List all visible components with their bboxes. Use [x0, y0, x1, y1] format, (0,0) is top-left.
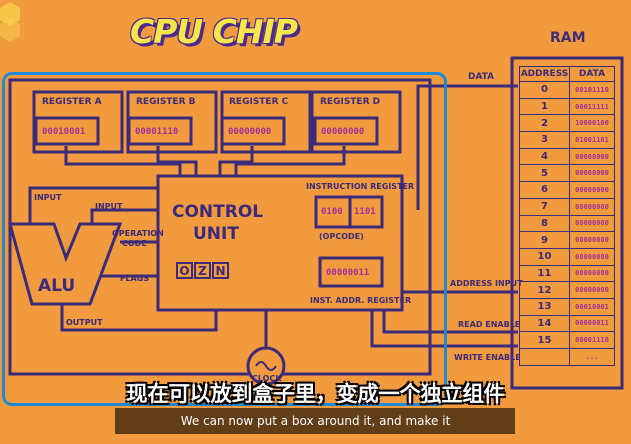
clock-label: CLOCK [252, 374, 282, 383]
ram-data-cell: 00000000 [569, 147, 615, 166]
ram-data-cell: 00001110 [569, 331, 615, 349]
ram-address-cell: 11 [519, 264, 570, 283]
crash-course-logo-icon [0, 2, 20, 42]
ram-data-cell: 00000000 [569, 214, 615, 233]
ram-address-header: ADDRESS [519, 66, 570, 82]
ram-title: RAM [550, 30, 586, 46]
ram-address-cell: 15 [519, 331, 570, 349]
register-c-label: REGISTER C [229, 97, 289, 107]
control-unit-label-line2: UNIT [193, 224, 239, 244]
ram-address-cell: 13 [519, 297, 570, 316]
ram-data-cell: 00000000 [569, 197, 615, 216]
write-enable-label: WRITE ENABLE [454, 353, 521, 362]
register-b-label: REGISTER B [136, 97, 196, 107]
register-c-value: 00000000 [228, 127, 272, 137]
operation-code-label-1: OPERATION [112, 229, 164, 238]
operation-code-label-2: CODE [122, 239, 147, 248]
ram-data-cell: 01001101 [569, 131, 615, 149]
ram-data-cell: 00000011 [569, 314, 615, 333]
ram-address-cell: 1 [519, 97, 570, 116]
ram-address-cell: 4 [519, 147, 570, 166]
alu-input-a-label: INPUT [34, 193, 62, 202]
subtitle-chinese: 现在可以放到盒子里，变成一个独立组件 [126, 382, 505, 406]
ram-data-cell: 00010001 [569, 297, 615, 316]
alu-label: ALU [38, 276, 76, 296]
flag-negative: N [212, 262, 229, 279]
control-unit-label-line1: CONTROL [172, 202, 264, 222]
ram-ellipsis: ... [569, 348, 615, 366]
flag-overflow: O [176, 262, 193, 279]
register-a-value: 00010001 [42, 127, 86, 137]
ram-data-header: DATA [569, 66, 615, 82]
ram-data-cell: 00000000 [569, 264, 615, 283]
ram-data-cell: 00000000 [569, 181, 615, 199]
opcode-sublabel: (OPCODE) [319, 232, 364, 241]
address-input-label: ADDRESS INPUT [450, 279, 523, 288]
alu-flags-label: FLAGS [120, 274, 150, 283]
ram-data-cell: 00000000 [569, 231, 615, 249]
register-b-value: 00001110 [135, 127, 179, 137]
ram-ellipsis-address [519, 348, 570, 366]
ram-data-cell: 00000000 [569, 164, 615, 183]
ram-data-cell: 00000000 [569, 247, 615, 266]
caption-background [115, 408, 515, 434]
selection-frame [2, 72, 447, 406]
register-d-label: REGISTER D [320, 97, 381, 107]
subtitle-english: We can now put a box around it, and make… [180, 414, 451, 428]
alu-output-label: OUTPUT [66, 318, 103, 327]
ram-data-cell: 00101110 [569, 81, 615, 99]
instruction-opcode: 0100 [321, 207, 343, 217]
inst-addr-register-label: INST. ADDR. REGISTER [310, 296, 412, 305]
ram-address-cell: 5 [519, 164, 570, 183]
ram-address-cell: 6 [519, 181, 570, 199]
read-enable-label: READ ENABLE [458, 320, 521, 329]
ram-ellipsis-row: ... [519, 348, 615, 366]
register-d-value: 00000000 [321, 127, 365, 137]
diagram-title: CPU CHIP [130, 12, 298, 51]
ram-data-cell: 00011111 [569, 97, 615, 116]
ram-address-cell: 2 [519, 114, 570, 133]
ram-address-cell: 3 [519, 131, 570, 149]
instruction-register-label: INSTRUCTION REGISTER [306, 182, 415, 191]
ram-data-cell: 00000000 [569, 281, 615, 299]
ram-address-cell: 10 [519, 247, 570, 266]
ram-address-cell: 0 [519, 81, 570, 99]
flag-zero: Z [194, 262, 211, 279]
inst-addr-register-value: 00000011 [326, 268, 370, 278]
alu-input-b-label: INPUT [95, 202, 123, 211]
ram-address-cell: 7 [519, 197, 570, 216]
register-a-label: REGISTER A [42, 97, 102, 107]
ram-address-cell: 14 [519, 314, 570, 333]
data-bus-label: DATA [468, 72, 495, 82]
ram-data-cell: 10000100 [569, 114, 615, 133]
ram-address-cell: 8 [519, 214, 570, 233]
ram-address-cell: 12 [519, 281, 570, 299]
ram-address-cell: 9 [519, 231, 570, 249]
instruction-operand: 1101 [354, 207, 376, 217]
clock-wave-icon [255, 361, 277, 371]
